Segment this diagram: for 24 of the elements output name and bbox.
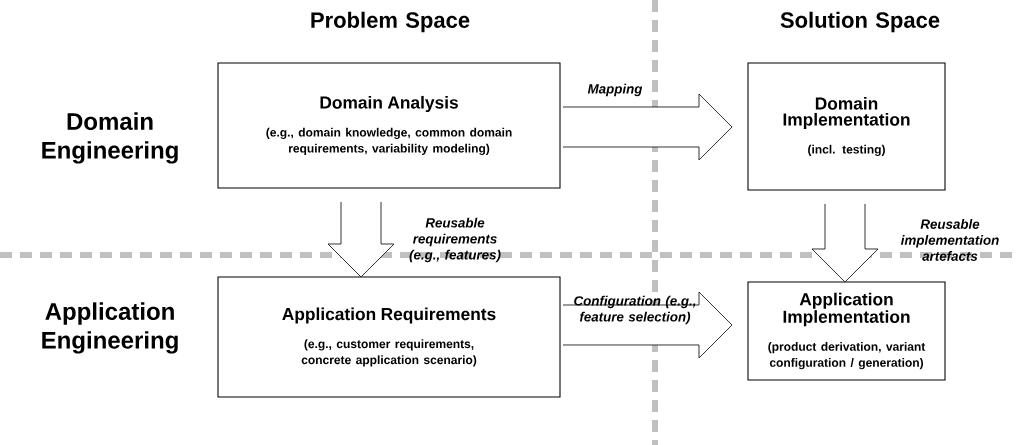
node-label: Domain Analysis <box>320 95 458 113</box>
process-box <box>217 62 561 189</box>
process-box <box>747 281 946 381</box>
node-label: (e.g., customer requirements, concrete application scenario) <box>301 339 477 367</box>
block-arrow <box>327 201 395 278</box>
node-label: Application Implementation <box>783 292 910 327</box>
node-label: Application Requirements <box>282 307 496 324</box>
block-arrow <box>562 93 733 161</box>
node-label: (incl. testing) <box>808 144 885 157</box>
process-box <box>217 276 561 398</box>
node-label: (product derivation, variant configuration / generation) <box>768 342 926 370</box>
block-arrow <box>562 291 733 359</box>
edge-label: Reusable implementation artefacts <box>900 219 999 261</box>
edge-label: Reusable requirements (e.g., features) <box>409 217 501 263</box>
heading: Solution Space <box>780 11 940 33</box>
heading: Domain Engineering <box>42 112 178 164</box>
edge-label: Configuration (e.g., feature selection) <box>574 295 696 325</box>
node-label: Domain Implementation <box>783 96 910 130</box>
heading: Problem Space <box>311 11 470 33</box>
edge-label: Mapping <box>587 83 643 97</box>
process-box <box>747 62 946 191</box>
block-arrow <box>811 203 879 283</box>
node-label: (e.g., domain knowledge, common domain requirements, variability modeling) <box>266 127 512 156</box>
heading: Application Engineering <box>42 302 178 354</box>
